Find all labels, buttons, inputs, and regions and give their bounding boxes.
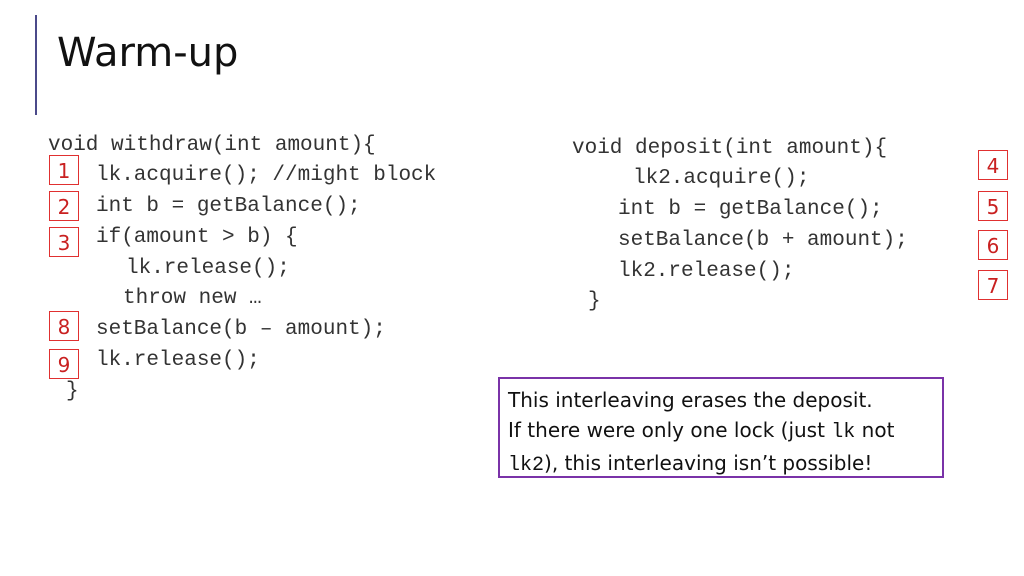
note-line-2-text-b: not — [855, 418, 895, 442]
withdraw-line-acquire: lk.acquire(); //might block — [96, 164, 437, 187]
deposit-line-signature: void deposit(int amount){ — [572, 137, 888, 160]
note-code-lk: lk — [831, 421, 856, 444]
step-badge-9: 9 — [49, 349, 79, 379]
step-badge-2: 2 — [49, 191, 79, 221]
step-badge-4: 4 — [978, 150, 1008, 180]
step-badge-3: 3 — [49, 227, 79, 257]
withdraw-line-if: if(amount > b) { — [96, 226, 298, 249]
note-line-3: lk2), this interleaving isn’t possible! — [508, 448, 934, 481]
deposit-line-release: lk2.release(); — [618, 260, 795, 283]
title-accent-bar — [35, 15, 37, 115]
step-badge-8: 8 — [49, 311, 79, 341]
withdraw-line-close: } — [66, 380, 79, 403]
withdraw-line-setbalance: setBalance(b – amount); — [96, 318, 386, 341]
deposit-line-setbalance: setBalance(b + amount); — [618, 229, 908, 252]
deposit-line-close: } — [588, 290, 601, 313]
withdraw-line-getbalance: int b = getBalance(); — [96, 195, 361, 218]
step-badge-7: 7 — [978, 270, 1008, 300]
step-badge-1: 1 — [49, 155, 79, 185]
deposit-line-getbalance: int b = getBalance(); — [618, 198, 883, 221]
note-line-2-text-a: If there were only one lock (just — [508, 418, 832, 442]
note-line-2: If there were only one lock (just lk not — [508, 415, 934, 448]
slide-title: Warm-up — [57, 30, 239, 76]
note-code-lk2: lk2 — [508, 454, 545, 477]
withdraw-line-release: lk.release(); — [96, 349, 260, 372]
withdraw-line-release-inner: lk.release(); — [126, 257, 290, 280]
step-badge-6: 6 — [978, 230, 1008, 260]
note-line-1: This interleaving erases the deposit. — [508, 388, 873, 412]
interleaving-note: This interleaving erases the deposit. If… — [498, 377, 944, 478]
note-line-3-text: ), this interleaving isn’t possible! — [544, 451, 873, 475]
deposit-line-acquire: lk2.acquire(); — [633, 167, 810, 190]
withdraw-line-throw: throw new … — [123, 287, 262, 310]
withdraw-line-signature: void withdraw(int amount){ — [48, 134, 376, 157]
step-badge-5: 5 — [978, 191, 1008, 221]
